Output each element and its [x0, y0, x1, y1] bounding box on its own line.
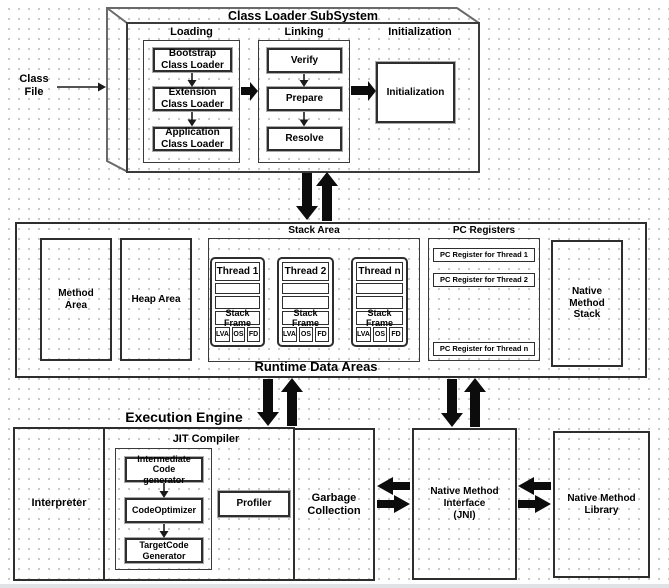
runtime-to-jni-down-arrow [441, 379, 463, 427]
lva-cell: LVA [282, 327, 297, 342]
target-code-generator-box: TargetCode Generator [125, 538, 203, 563]
lva-cell: LVA [215, 327, 230, 342]
initialization-box: Initialization [376, 62, 455, 123]
runtime-to-classloader-up-arrow [316, 172, 338, 221]
heap-area-box: Heap Area [120, 238, 192, 361]
class-file-arrow [57, 82, 106, 92]
canvas-bottom-edge [0, 584, 669, 588]
fd-cell: FD [314, 327, 329, 342]
garbage-collection-box: Garbage Collection [293, 428, 375, 581]
linking-to-initialization-arrow [351, 81, 376, 101]
thread-2-stack-frame-label: Stack Frame [282, 308, 329, 328]
pc-register-thread-n: PC Register for Thread n [433, 342, 535, 356]
intermediate-code-generator-box: Intermediate Code generator [125, 454, 203, 485]
runtime-data-areas-box [15, 222, 647, 378]
jit-compiler-group-box [115, 448, 212, 570]
code-optimizer-box: CodeOptimizer [125, 498, 203, 523]
native-method-stack-box: Native Method Stack [551, 240, 623, 367]
jni-to-gc-left-arrow [377, 477, 410, 495]
thread-2-empty-slot [282, 283, 329, 295]
thread-n-frame-cells: LVA OS FD [356, 327, 403, 342]
loading-to-linking-arrow [241, 82, 258, 101]
method-area-box: Method Area [40, 238, 112, 361]
fd-cell: FD [246, 327, 260, 342]
classloader-to-runtime-down-arrow [296, 173, 318, 220]
loading-section-label: Loading [170, 26, 213, 38]
initialization-section-label: Initialization [388, 26, 452, 38]
thread-2-frame-cells: LVA OS FD [282, 327, 329, 342]
thread-n-empty-slot [356, 283, 403, 295]
nml-to-jni-left-arrow [518, 477, 551, 495]
jit-compiler-title: JIT Compiler [172, 433, 240, 445]
pc-register-thread-2: PC Register for Thread 2 [433, 273, 535, 287]
thread-n-empty-slot [356, 296, 403, 309]
stack-area-title: Stack Area [288, 225, 340, 236]
pc-registers-group-box: PC Register for Thread 1 PC Register for… [428, 238, 540, 361]
thread-1-empty-slot [215, 283, 260, 295]
extension-class-loader-box: Extension Class Loader [153, 87, 232, 111]
thread-2-title: Thread 2 [282, 262, 329, 281]
thread-n-stack-frame-label: Stack Frame [356, 308, 403, 328]
stack-area-group-box [208, 238, 420, 362]
application-class-loader-box: Application Class Loader [153, 127, 232, 151]
thread-1-stack-frame-label: Stack Frame [215, 308, 260, 328]
native-method-interface-box: Native Method Interface (JNI) [412, 428, 517, 580]
profiler-box: Profiler [218, 491, 290, 517]
jni-to-runtime-up-arrow [464, 378, 486, 427]
verify-box: Verify [267, 48, 342, 73]
runtime-data-areas-title: Runtime Data Areas [254, 359, 378, 374]
thread-1-empty-slot [215, 296, 260, 309]
gc-to-jni-right-arrow [377, 495, 410, 513]
thread-2-empty-slot [282, 296, 329, 309]
thread-2-box: Thread 2 Stack Frame LVA OS FD [277, 257, 334, 347]
thread-1-box: Thread 1 Stack Frame LVA OS FD [210, 257, 265, 347]
bootstrap-class-loader-box: Bootstrap Class Loader [153, 48, 232, 72]
native-method-library-box: Native Method Library [553, 431, 650, 578]
thread-1-title: Thread 1 [215, 262, 260, 281]
os-cell: OS [231, 327, 245, 342]
execution-engine-title: Execution Engine [125, 409, 243, 425]
resolve-box: Resolve [267, 127, 342, 151]
class-loader-subsystem-title: Class Loader SubSystem [227, 9, 379, 23]
os-cell: OS [298, 327, 313, 342]
jni-to-nml-right-arrow [518, 495, 551, 513]
thread-n-title: Thread n [356, 262, 403, 281]
linking-section-label: Linking [284, 26, 324, 38]
thread-n-box: Thread n Stack Frame LVA OS FD [351, 257, 408, 347]
class-file-label: Class File [19, 73, 49, 98]
interpreter-label: Interpreter [31, 497, 87, 509]
lva-cell: LVA [356, 327, 371, 342]
pc-registers-title: PC Registers [452, 225, 516, 236]
prepare-box: Prepare [267, 87, 342, 111]
thread-1-frame-cells: LVA OS FD [215, 327, 260, 342]
execution-to-runtime-up-arrow [281, 378, 303, 426]
fd-cell: FD [388, 327, 403, 342]
os-cell: OS [372, 327, 387, 342]
pc-register-thread-1: PC Register for Thread 1 [433, 248, 535, 262]
